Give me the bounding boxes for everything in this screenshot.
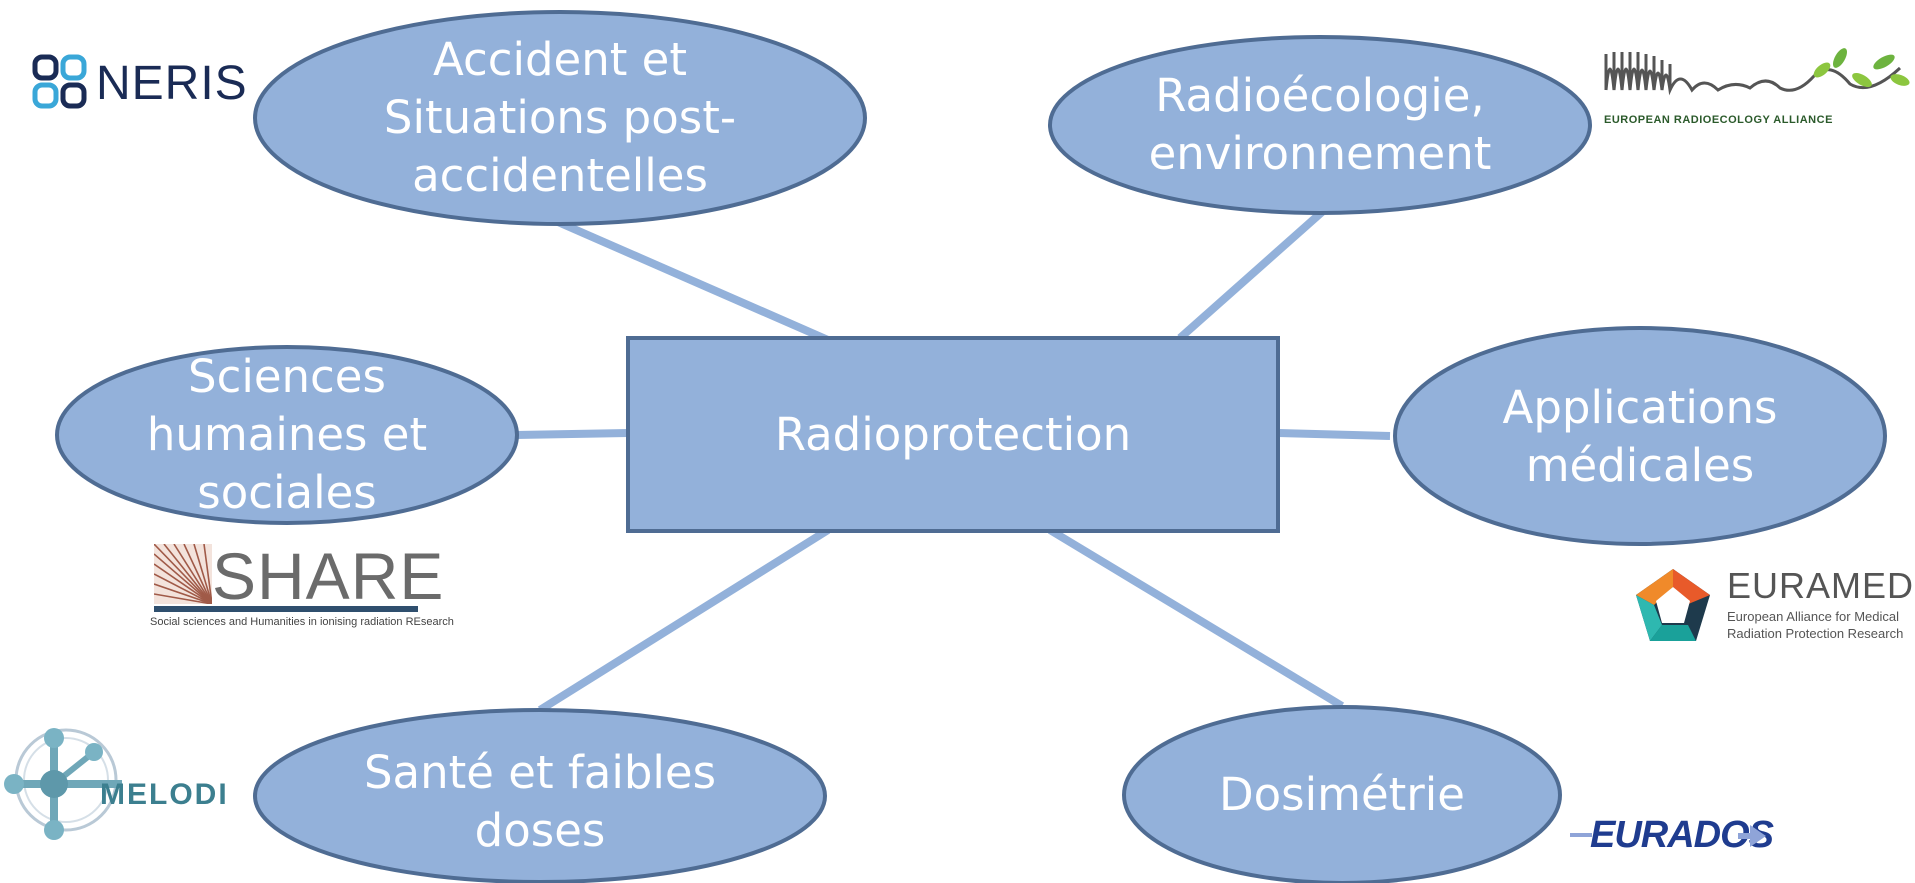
center-node-box [626, 336, 1280, 533]
dosimetrie-node-label: Dosimétrie [1219, 768, 1465, 821]
sunburst-icon [154, 544, 212, 604]
accident-node [253, 10, 867, 226]
melodi-logo-text: MELODI [100, 778, 229, 811]
share-logo: SHARE Social sciences and Humanities in … [150, 539, 454, 640]
edge-sante [537, 526, 831, 714]
euramed-logo-subtitle-2: Radiation Protection Research [1727, 626, 1904, 641]
edge-sciences [515, 429, 629, 439]
neris-grid-icon [32, 54, 87, 109]
edge-medical [1277, 429, 1391, 440]
share-logo-subtitle: Social sciences and Humanities in ionisi… [150, 616, 454, 628]
radioecologie-node [1048, 35, 1592, 215]
medical-node-label: Applications médicales [1502, 381, 1778, 492]
medical-node [1393, 326, 1887, 546]
euramed-logo-text: EURAMED [1727, 565, 1915, 606]
eurados-line-left [1570, 833, 1592, 837]
edge-accident [556, 218, 830, 344]
edge-radioecologie [1177, 209, 1325, 341]
edge-dosimetrie [1047, 526, 1345, 710]
era-logo-text: EUROPEAN RADIOECOLOGY ALLIANCE [1604, 114, 1833, 126]
euramed-logo: EURAMED European Alliance for Medical Ra… [1632, 565, 1915, 650]
sante-node [253, 708, 827, 883]
connectors [515, 209, 1391, 714]
neris-logo-text: NERIS [96, 57, 248, 110]
melodi-logo: MELODI [4, 722, 244, 842]
dosimetrie-node [1122, 705, 1562, 883]
waveform-leaf-icon [1604, 48, 1910, 96]
center-node-label: Radioprotection [774, 407, 1132, 461]
accident-node-label: Accident et Situations post- accidentell… [383, 33, 737, 202]
radioecologie-node-label: Radioécologie, environnement [1148, 69, 1492, 180]
neris-logo: NERIS [32, 52, 252, 112]
sciences-node [55, 345, 519, 525]
sciences-node-label: Sciences humaines et sociales [146, 350, 428, 519]
pentagon-ring-icon [1636, 569, 1710, 641]
molecule-icon [4, 728, 122, 840]
euramed-logo-subtitle-1: European Alliance for Medical [1727, 609, 1899, 624]
era-logo: EUROPEAN RADIOECOLOGY ALLIANCE [1600, 40, 1910, 130]
share-underline [154, 606, 418, 612]
sante-node-label: Santé et faibles doses [363, 746, 717, 857]
arrow-right-icon [1738, 825, 1766, 847]
share-logo-text: SHARE [212, 539, 445, 613]
eurados-logo: EURADOS [1570, 810, 1774, 860]
